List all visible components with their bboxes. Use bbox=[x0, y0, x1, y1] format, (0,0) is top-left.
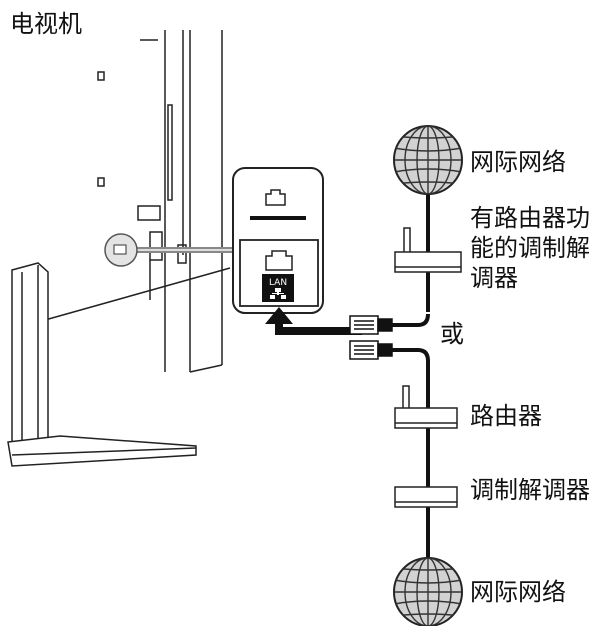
cable-lower bbox=[392, 348, 430, 558]
upper-port-icon bbox=[265, 189, 286, 206]
label-modem-router-line2: 能的调制解 bbox=[470, 234, 590, 262]
arrow-icon bbox=[265, 307, 362, 335]
label-modem-router-line3: 调器 bbox=[470, 264, 518, 292]
label-internet-bottom: 网际网络 bbox=[470, 578, 566, 606]
tv-back-panel bbox=[44, 30, 231, 373]
label-modem-router-line1: 有路由器功 bbox=[470, 204, 590, 232]
tv-title: 电视机 bbox=[10, 10, 82, 38]
port-callout-connector bbox=[104, 233, 234, 267]
network-icon bbox=[270, 288, 286, 299]
label-or: 或 bbox=[440, 320, 464, 348]
router-device bbox=[394, 385, 458, 429]
modem-router-device bbox=[394, 227, 462, 273]
globe-icon bbox=[393, 125, 463, 195]
lan-port-icon bbox=[265, 250, 293, 271]
modem-device bbox=[394, 486, 458, 508]
lan-label: LAN bbox=[269, 278, 287, 288]
globe-icon bbox=[393, 557, 463, 626]
tv-stand bbox=[7, 262, 197, 467]
ethernet-plug-icon bbox=[349, 315, 393, 335]
port-callout-box: LAN bbox=[232, 167, 324, 314]
ethernet-plug-icon bbox=[349, 340, 393, 360]
label-modem: 调制解调器 bbox=[470, 476, 590, 504]
label-router: 路由器 bbox=[470, 402, 542, 430]
label-internet-top: 网际网络 bbox=[470, 148, 566, 176]
